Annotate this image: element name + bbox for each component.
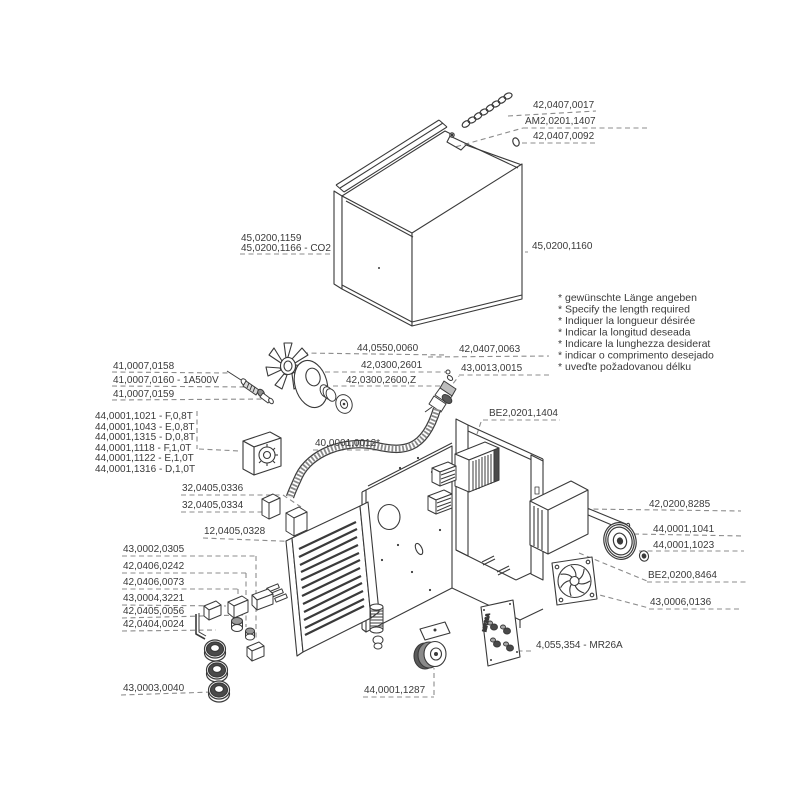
part-label-cover-b: 45,0200,1160 [532, 241, 593, 252]
part-label-col-4: 43,0004,3221 [123, 593, 185, 604]
part-label-feed-roll-3: 44,0001,1315 - D,0,8T [95, 432, 195, 443]
spool-brake-roller [369, 603, 384, 650]
front-bulkhead [361, 442, 453, 633]
part-label-col-3: 42,0406,0073 [123, 577, 185, 588]
part-label-col-2: 42,0406,0242 [123, 561, 185, 572]
note-line-it: * Indicare la lunghezza desiderat [558, 338, 710, 350]
part-label-box-b: 32,0405,0334 [182, 500, 244, 511]
part-label-housing: BE2,0201,1404 [489, 408, 558, 419]
part-label-hose: 40,0001,0012* [315, 438, 380, 449]
part-label-tip-a: 41,0007,0158 [113, 361, 175, 372]
part-label-hinge-pin: AM2,0201,1407 [525, 116, 596, 127]
part-label-tip-c: 41,0007,0159 [113, 389, 175, 400]
part-label-o-ring: 42,0407,0092 [533, 131, 595, 142]
part-label-axial-fan: 43,0006,0136 [650, 597, 712, 608]
part-labels: 42,0407,0017 AM2,0201,1407 42,0407,0092 … [95, 100, 717, 696]
hinge-chain [461, 92, 513, 128]
part-label-tip-b: 41,0007,0160 - 1A500V [113, 375, 219, 386]
part-label-valve-fitting: 42,0407,0063 [459, 344, 521, 355]
part-label-col-5: 42,0405,0056 [123, 606, 185, 617]
note-line-es: * Indicar la longitud deseada [558, 327, 691, 339]
part-label-col-6: 42,0404,0024 [123, 619, 185, 630]
note-line-fr: * Indiquer la longueur désirée [558, 315, 695, 327]
part-label-mr26a: 4,055,354 - MR26A [536, 640, 623, 651]
part-label-cover-a2: 45,0200,1166 - CO2 [241, 243, 331, 254]
fan-disc [293, 359, 329, 409]
part-label-feed-roll-6: 44,0001,1316 - D,1,0T [95, 464, 195, 475]
control-knobs [203, 639, 231, 703]
pcb-blocks [427, 461, 457, 515]
part-label-hub-cap: 44,0001,1023 [653, 540, 715, 551]
top-cover [333, 119, 523, 327]
torch-contact-tip [226, 370, 274, 405]
part-label-box-a: 32,0405,0336 [182, 483, 244, 494]
axial-fan [551, 556, 598, 606]
part-label-axle: 42,0200,8285 [649, 499, 711, 510]
hub-cap [638, 550, 650, 562]
part-label-chain: 42,0407,0017 [533, 100, 595, 111]
o-ring [512, 137, 520, 147]
part-label-fan-impeller: 44,0550,0060 [357, 343, 419, 354]
note-line-cz: * uveďte požadovanou délku [558, 361, 691, 373]
note-line-en: * Specify the length required [558, 304, 690, 316]
gas-hose [285, 407, 442, 499]
pulley-collar [319, 384, 353, 414]
wire-feed-motor [242, 431, 282, 476]
length-notes: * gewünschte Länge angeben * Specify the… [558, 292, 714, 373]
part-label-col-1: 43,0002,0305 [123, 544, 185, 555]
part-label-wheel: 44,0001,1041 [653, 524, 715, 535]
leader-lines [111, 110, 747, 698]
rear-wheel [603, 522, 637, 560]
part-label-rear-panel: BE2,0200,8464 [648, 570, 717, 581]
part-label-gas-valve: 43,0013,0015 [461, 363, 523, 374]
gas-valve [424, 369, 457, 413]
caster-wheel [413, 621, 451, 670]
note-line-de: * gewünschte Länge angeben [558, 292, 697, 304]
front-grille-panel [285, 501, 380, 657]
mr26a-panel-label: MR26A [482, 613, 492, 633]
control-components [195, 583, 288, 662]
part-label-fan-disc-z: 42,0300,2600,Z [346, 375, 416, 386]
note-line-pt: * indicar o comprimento desejado [558, 350, 714, 362]
transformer [454, 441, 500, 493]
part-label-knobs: 43,0003,0040 [123, 683, 185, 694]
part-label-feed-roll-4: 44,0001,1118 - F,1,0T [95, 443, 191, 454]
rear-panel-part [529, 480, 589, 555]
part-label-feed-roll-1: 44,0001,1021 - F,0,8T [95, 411, 193, 422]
part-label-fan-disc: 42,0300,2601 [361, 360, 423, 371]
mr26a-panel: MR26A [480, 599, 521, 667]
part-label-feed-roll-2: 44,0001,1043 - E,0,8T [95, 422, 195, 433]
part-label-caster: 44,0001,1287 [364, 685, 426, 696]
part-label-panel-insert: 12,0405,0328 [204, 526, 266, 537]
part-label-cover-a1: 45,0200,1159 [241, 233, 302, 244]
part-label-feed-roll-5: 44,0001,1122 - E,1,0T [95, 453, 194, 464]
